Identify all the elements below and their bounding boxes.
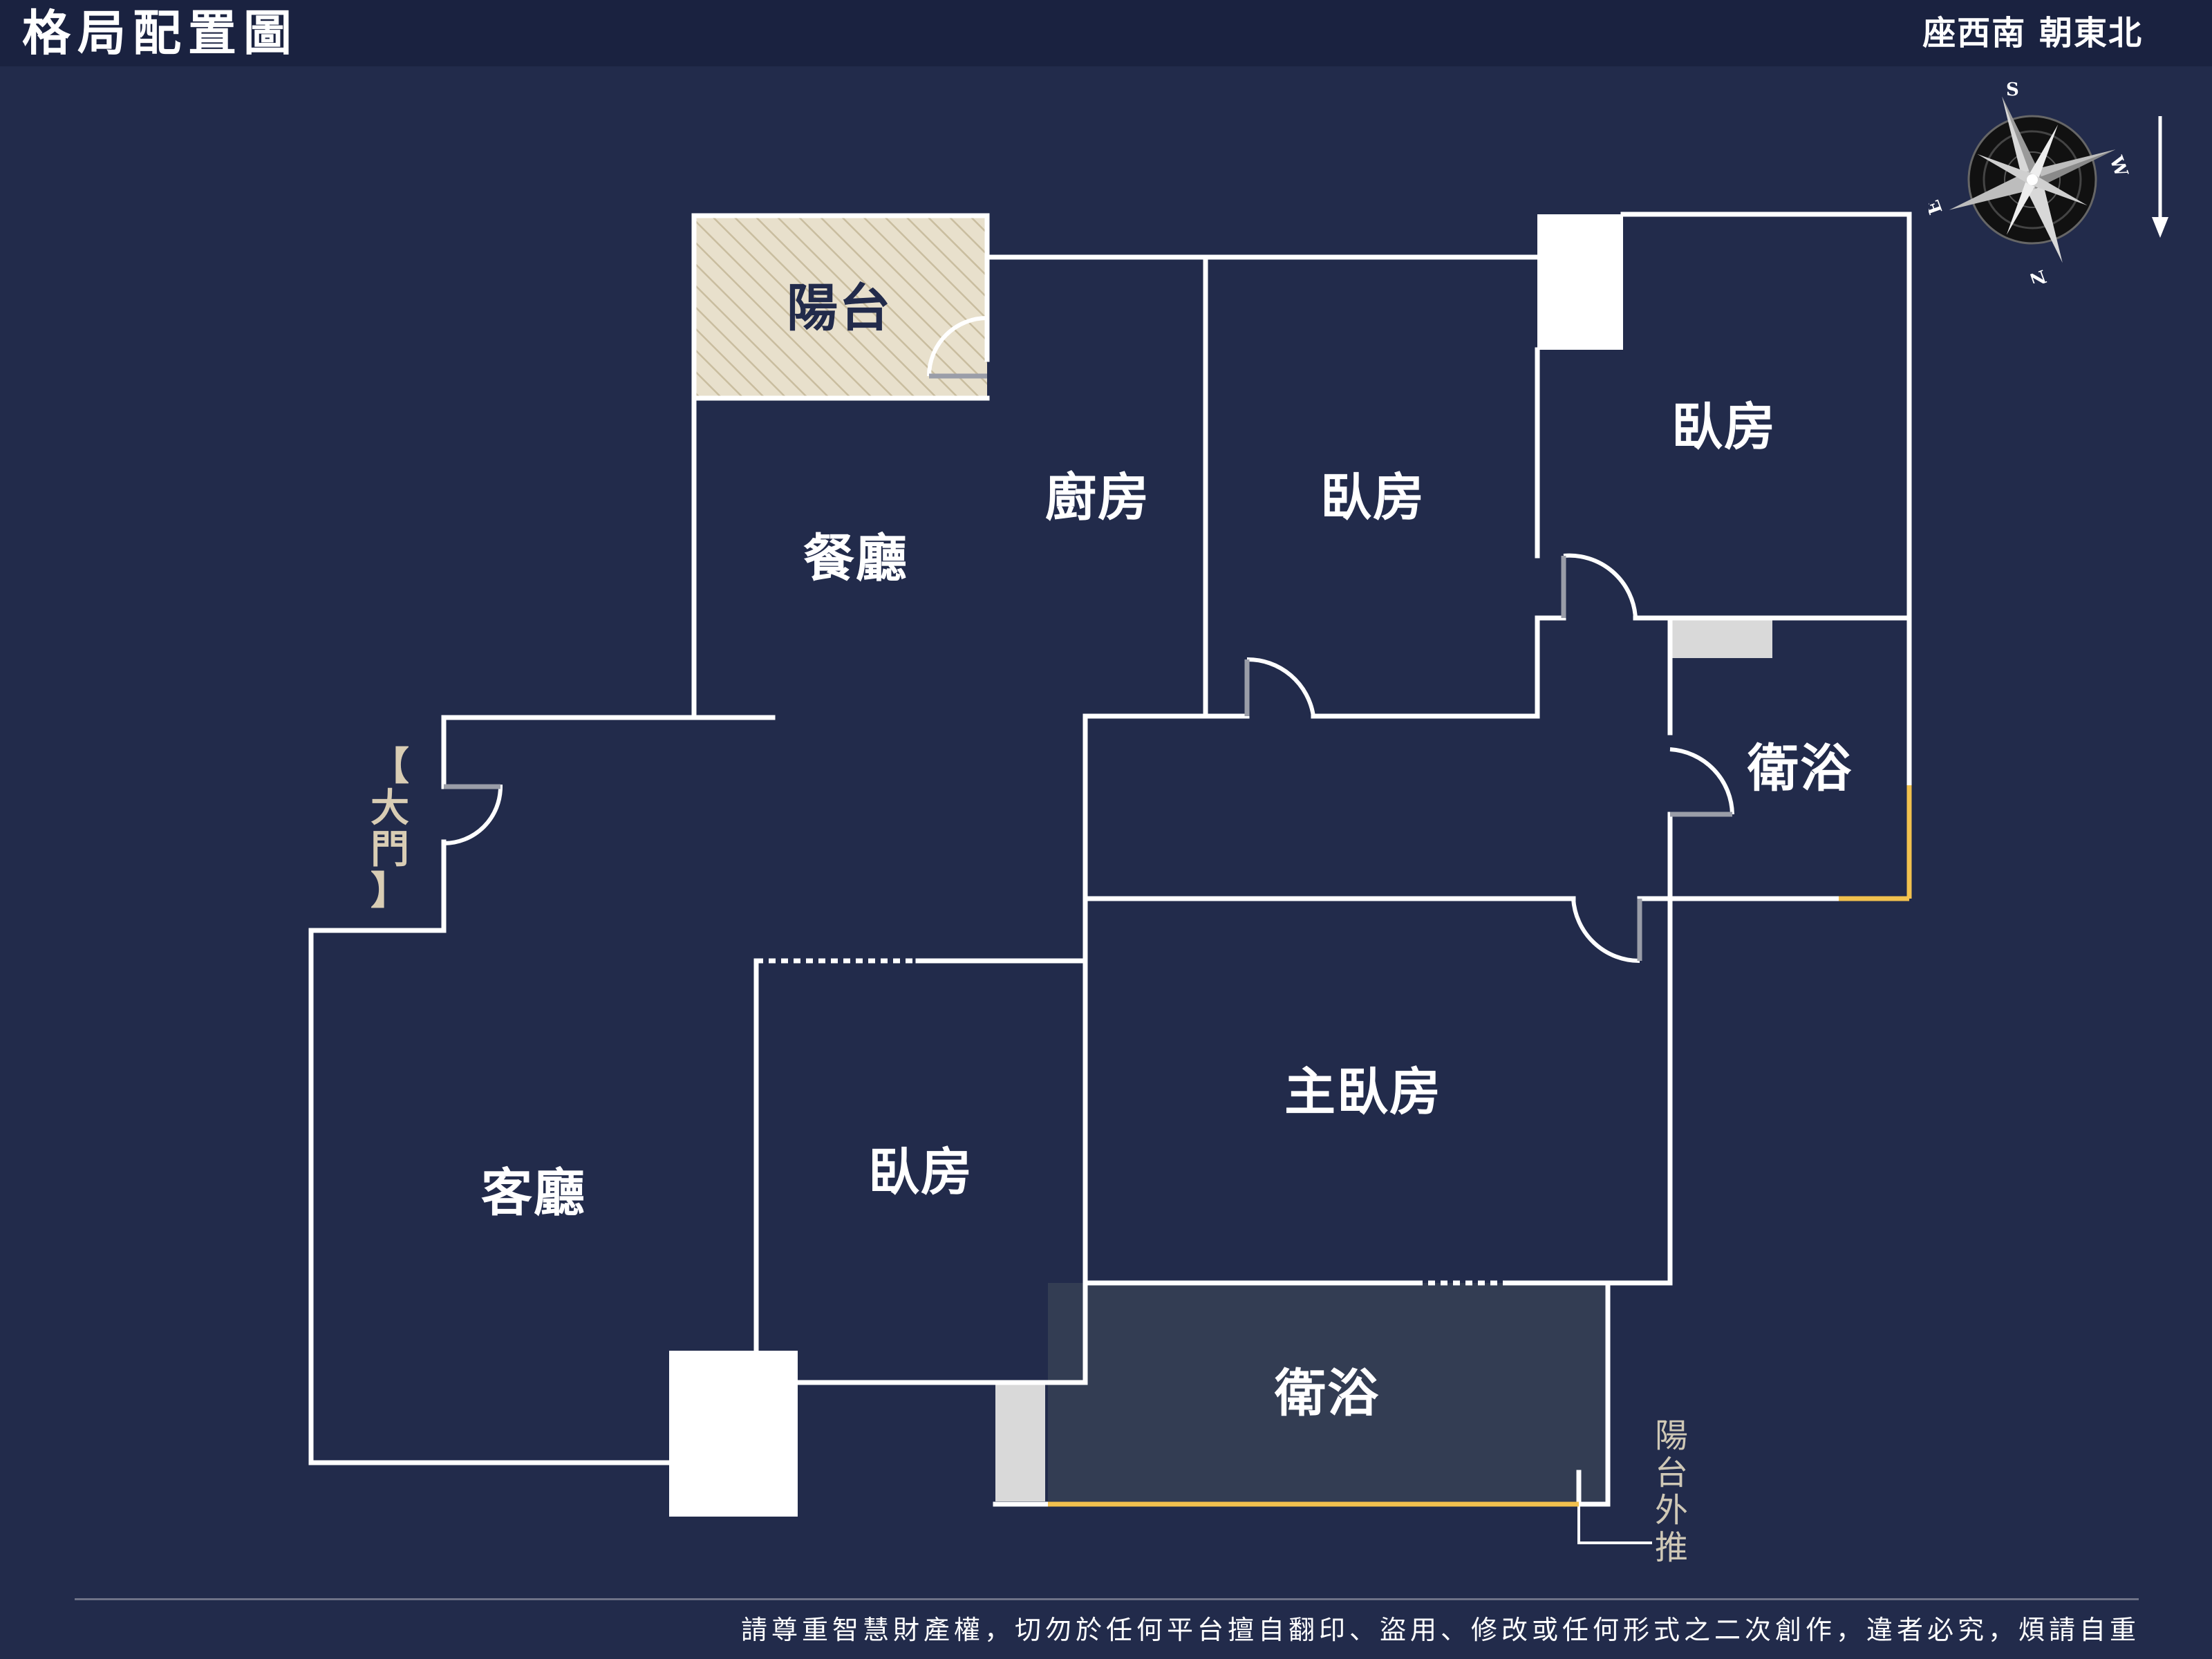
room-label-dining: 餐廳: [803, 529, 908, 588]
column: [669, 1351, 798, 1517]
room-label-bedroom-3: 臥房: [868, 1143, 973, 1202]
wall: [308, 839, 672, 1465]
room-label-bathroom-1: 衛浴: [1747, 739, 1853, 798]
room-label-kitchen: 廚房: [1045, 468, 1150, 527]
column: [1537, 214, 1623, 350]
cabinet: [1671, 619, 1772, 658]
cabinet: [995, 1384, 1045, 1501]
door-swing: [1246, 657, 1315, 717]
compass-dir: E: [1929, 197, 1947, 217]
room-label-bathroom-2: 衛浴: [1275, 1364, 1380, 1423]
door-swing: [927, 316, 988, 377]
compass-icon: S W N E: [1929, 79, 2132, 283]
wall: [1577, 1503, 1652, 1544]
copyright-notice: 請尊重智慧財產權，切勿於任何平台擅自翻印、盜用、修改或任何形式之二次創作，違者必…: [740, 1615, 2140, 1645]
door-swing: [1669, 747, 1734, 815]
room-label-bedroom-1: 臥房: [1320, 468, 1425, 527]
header-bar: 格局配置圖 座西南 朝東北: [0, 0, 2212, 66]
wall: [1576, 1280, 1611, 1507]
wall: [1620, 212, 1912, 788]
page-title: 格局配置圖: [22, 5, 299, 62]
room-label-living: 客廳: [481, 1163, 586, 1223]
compass-dir: N: [2026, 265, 2049, 283]
wall: [1311, 619, 1540, 719]
wall: [1082, 713, 1208, 901]
wall: [441, 715, 776, 789]
wall: [691, 213, 1540, 719]
balcony-push-out-label: 陽台外推: [1654, 1416, 1688, 1567]
compass-dir: S: [2006, 79, 2019, 100]
door-swing: [1563, 553, 1638, 619]
compass-dir: W: [2105, 153, 2132, 180]
orientation-label: 座西南 朝東北: [1922, 14, 2143, 53]
footer-divider: [75, 1598, 2139, 1600]
room-label-balcony: 陽台: [787, 279, 892, 338]
room-label-master-bedroom: 主臥房: [1284, 1062, 1442, 1122]
door-swing: [1571, 898, 1640, 964]
main-door-label: 【大門】: [371, 744, 409, 914]
wall: [753, 958, 1088, 1385]
arrow-down-icon: [2152, 116, 2168, 238]
room-label-bedroom-2: 臥房: [1671, 397, 1777, 457]
door-swing: [443, 785, 503, 845]
bathroom-area: [1048, 1283, 1608, 1501]
balcony-area: [694, 216, 987, 398]
